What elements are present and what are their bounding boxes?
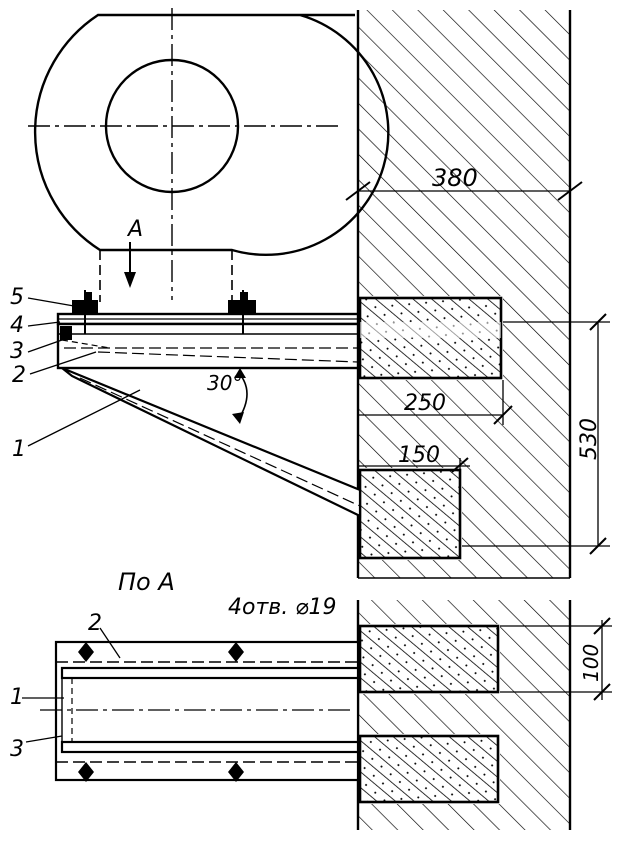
callout-plan-1: 1 xyxy=(10,685,24,710)
dim-plan: 100 xyxy=(579,644,603,682)
view-arrow xyxy=(124,242,136,288)
dim-150 xyxy=(358,457,470,473)
callout-3: 3 xyxy=(10,339,24,364)
callout-plan-3: 3 xyxy=(10,737,24,762)
dim-530 xyxy=(462,313,610,555)
plan-base-plate xyxy=(40,640,360,782)
dim-250 xyxy=(358,380,513,425)
holes-note: 4отв. ⌀19 xyxy=(228,595,336,620)
angle-arc xyxy=(232,368,248,424)
concrete-block-bottom xyxy=(358,468,462,560)
dim-block-bottom-width: 150 xyxy=(398,443,440,468)
arrow-letter: А xyxy=(126,217,143,242)
fan-housing xyxy=(28,8,390,302)
dim-wall-thickness: 380 xyxy=(432,164,478,192)
callout-2: 2 xyxy=(12,363,26,388)
concrete-block-top xyxy=(358,296,503,380)
dim-vertical-span: 530 xyxy=(577,418,602,460)
bracket-assembly xyxy=(56,290,362,518)
dim-100 xyxy=(500,617,612,701)
plan-concrete-blocks xyxy=(358,624,500,804)
angle-label: 30° xyxy=(207,371,242,395)
leader-lines-lower xyxy=(22,627,121,743)
callout-4: 4 xyxy=(10,313,24,338)
leader-lines-upper xyxy=(27,297,141,447)
callout-plan-2: 2 xyxy=(88,611,102,636)
callout-1: 1 xyxy=(12,437,26,462)
dim-380 xyxy=(345,181,583,201)
callout-5: 5 xyxy=(10,285,24,310)
view-title: По А xyxy=(118,568,175,596)
dim-block-top-width: 250 xyxy=(404,391,446,416)
